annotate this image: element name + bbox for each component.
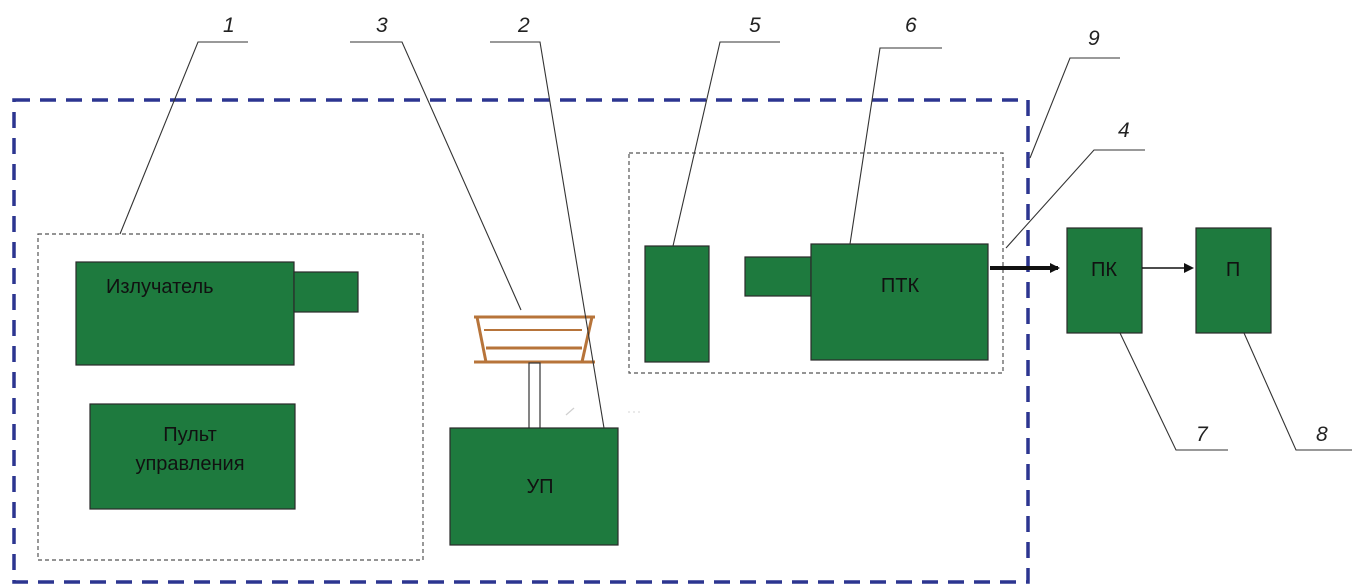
leader-9 bbox=[1029, 57, 1120, 159]
callout-7: 7 bbox=[1196, 423, 1209, 446]
leader-4 bbox=[1005, 149, 1145, 249]
control-panel-block bbox=[89, 403, 296, 510]
printer-label: П bbox=[1226, 259, 1240, 281]
control-panel-label-1: Пульт bbox=[163, 424, 217, 446]
callout-4: 4 bbox=[1118, 119, 1130, 142]
callout-9: 9 bbox=[1088, 27, 1100, 50]
ptk-nozzle bbox=[744, 256, 812, 297]
callout-2: 2 bbox=[517, 14, 530, 37]
outer-frame bbox=[12, 98, 1030, 584]
callout-6: 6 bbox=[905, 14, 917, 37]
leader-6 bbox=[849, 47, 942, 245]
emitter-group-frame bbox=[37, 233, 424, 561]
detector-block bbox=[644, 245, 710, 363]
pc-block bbox=[1066, 227, 1143, 334]
holder-stand bbox=[528, 362, 541, 430]
emitter-nozzle bbox=[293, 271, 359, 313]
printer-block bbox=[1195, 227, 1272, 334]
sample-holder bbox=[474, 315, 595, 364]
leader-5 bbox=[672, 41, 780, 247]
leader-2 bbox=[490, 41, 605, 429]
scan-mark bbox=[565, 407, 575, 416]
callout-8: 8 bbox=[1316, 423, 1328, 446]
leader-8 bbox=[1243, 332, 1352, 451]
ptk-block bbox=[810, 243, 989, 361]
pc-to-printer-arrowhead bbox=[1184, 263, 1194, 273]
control-panel-label-2: управления bbox=[135, 453, 244, 475]
positioner-block bbox=[449, 427, 619, 546]
ptk-label: ПТК bbox=[881, 275, 920, 297]
callout-1: 1 bbox=[223, 14, 235, 37]
leader-1 bbox=[119, 41, 248, 235]
emitter-block bbox=[75, 261, 295, 366]
detector-group-frame bbox=[628, 152, 1004, 374]
leader-7 bbox=[1119, 332, 1228, 451]
pc-label: ПК bbox=[1091, 259, 1117, 281]
leader-3 bbox=[350, 41, 522, 311]
emitter-label: Излучатель bbox=[106, 276, 214, 298]
positioner-label: УП bbox=[526, 476, 553, 498]
callout-5: 5 bbox=[749, 14, 761, 37]
callout-3: 3 bbox=[376, 14, 388, 37]
